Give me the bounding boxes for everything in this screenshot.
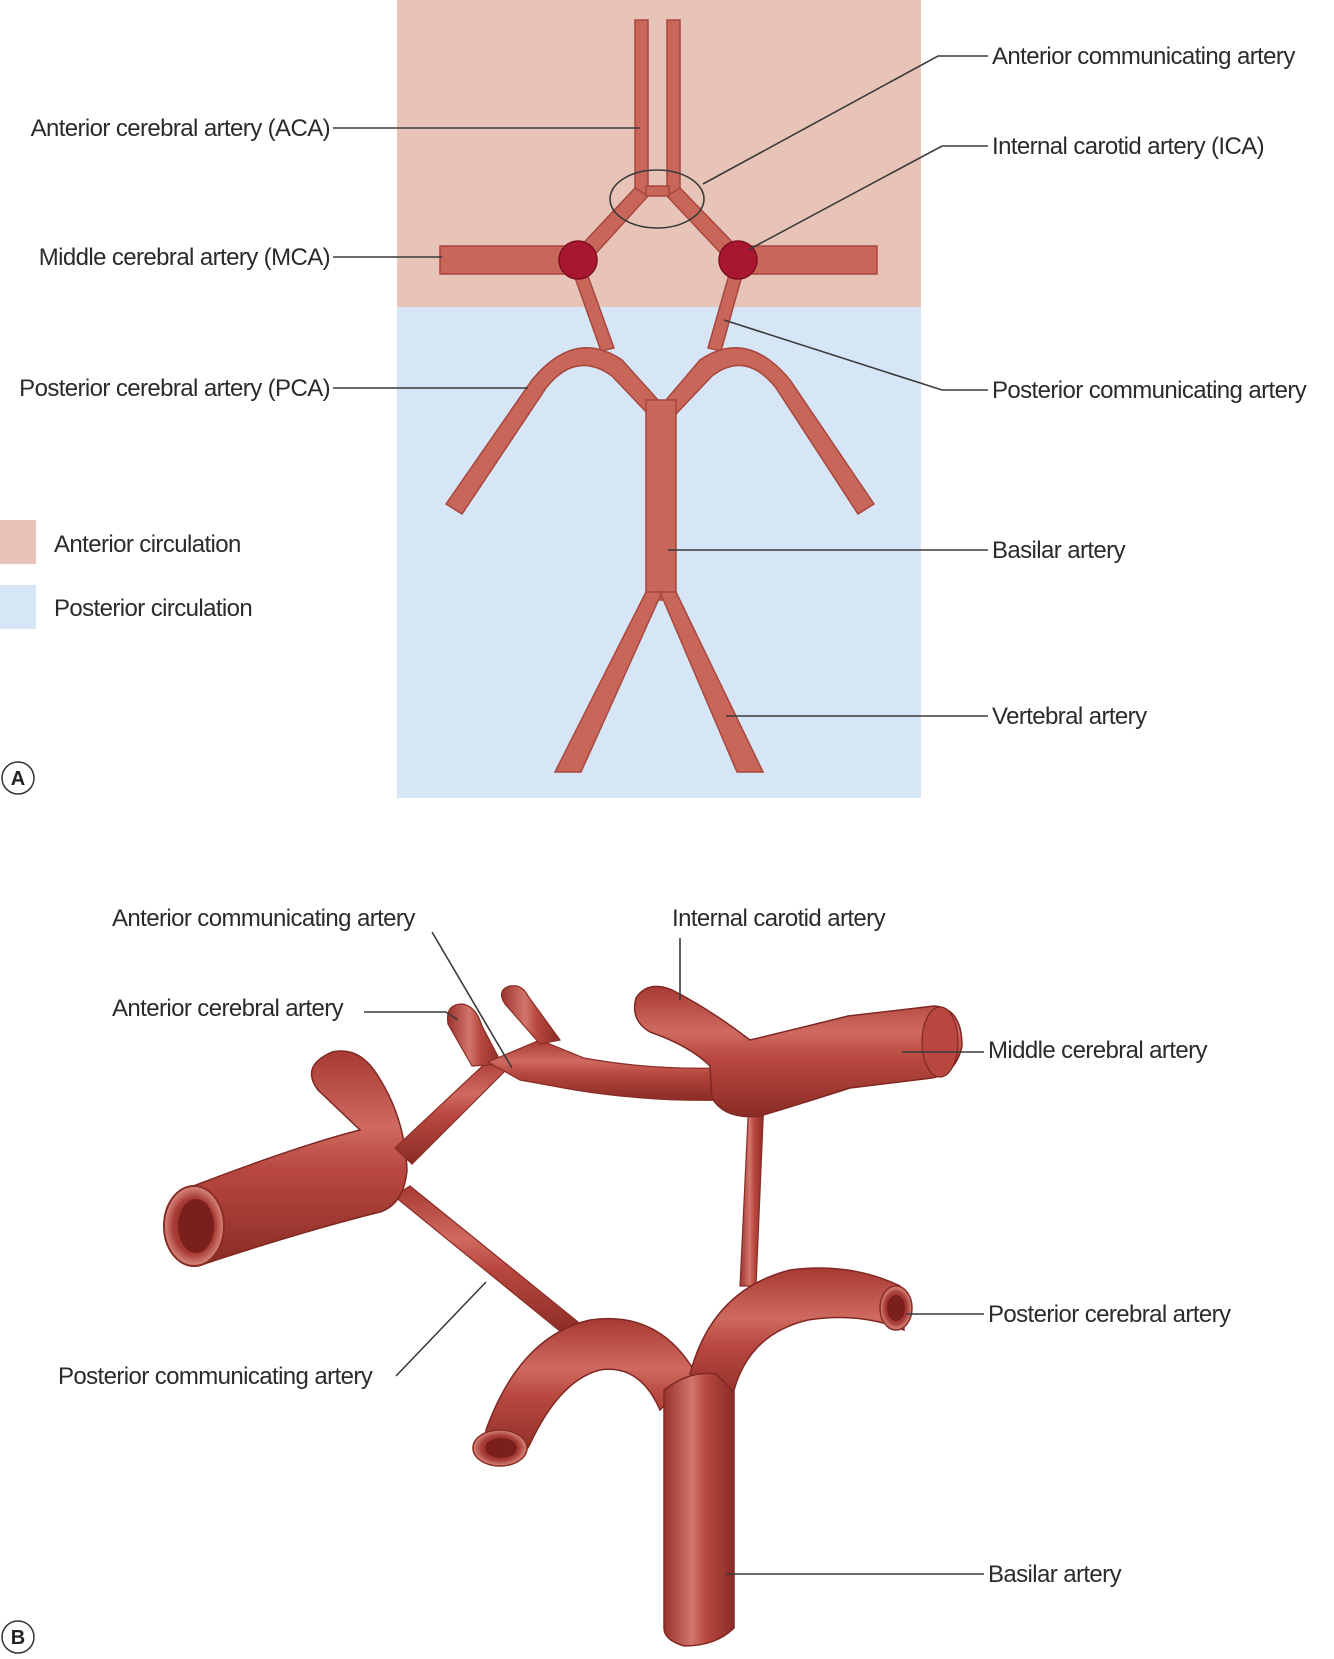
- panel-b-badge: [1, 1620, 35, 1654]
- legend-label-anterior: Anterior circulation: [54, 531, 241, 558]
- aca-left-vessel: [634, 19, 649, 196]
- panel-a-badge: [1, 761, 35, 795]
- label-a-mca: Middle cerebral artery (MCA): [39, 244, 330, 271]
- label-b-pca: Posterior cerebral artery: [988, 1301, 1231, 1328]
- label-a-aca: Anterior cerebral artery (ACA): [31, 115, 330, 142]
- aca-right-vessel: [666, 19, 681, 196]
- label-b-ica: Internal carotid artery: [672, 905, 886, 932]
- mca-left-vessel: [439, 245, 581, 275]
- basilar-vessel: [645, 399, 677, 601]
- label-b-mca: Middle cerebral artery: [988, 1037, 1207, 1064]
- label-a-pca: Posterior cerebral artery (PCA): [19, 375, 330, 402]
- panel-a-leaders: [333, 55, 988, 717]
- pcomm-b-right-vessel: [739, 1097, 765, 1287]
- label-b-aca: Anterior cerebral artery: [112, 995, 344, 1022]
- vertebral-right-vessel: [658, 591, 765, 773]
- label-b-acomm: Anterior communicating artery: [112, 905, 415, 932]
- label-b-basilar: Basilar artery: [988, 1561, 1122, 1588]
- legend-swatch-posterior: [0, 585, 36, 629]
- label-b-pcomm: Posterior communicating artery: [58, 1363, 373, 1390]
- ica-b-left-vessel: [187, 1050, 408, 1267]
- ica-b-left-lumen-inner: [178, 1199, 214, 1253]
- panel-a-letter: A: [11, 768, 25, 790]
- label-a-pcomm: Posterior communicating artery: [992, 377, 1307, 404]
- label-a-acomm: Anterior communicating artery: [992, 43, 1295, 70]
- ica-left-node: [558, 240, 598, 280]
- aca-b-left-vessel: [394, 1055, 509, 1165]
- aca-b-left-stub: [446, 1003, 503, 1067]
- basilar-b-vessel: [663, 1372, 735, 1647]
- legend-label-posterior: Posterior circulation: [54, 595, 252, 622]
- acomm-vessel: [645, 185, 670, 197]
- vertebral-left-vessel: [553, 591, 664, 773]
- mca-b-end-cap: [921, 1006, 959, 1078]
- label-a-ica: Internal carotid artery (ICA): [992, 133, 1264, 160]
- pca-b-left-lumen-inner: [485, 1438, 517, 1458]
- acomm-highlight-ring: [609, 169, 705, 229]
- label-a-vertebral: Vertebral artery: [992, 703, 1147, 730]
- panel-b: Anterior communicating artery Anterior c…: [1, 905, 1232, 1654]
- panel-b-letter: B: [11, 1627, 25, 1649]
- legend-swatch-anterior: [0, 520, 36, 564]
- panel-b-leaders: [364, 931, 984, 1575]
- label-a-basilar: Basilar artery: [992, 537, 1126, 564]
- pca-b-right-lumen-inner: [887, 1295, 905, 1321]
- panel-a-vessels: [439, 19, 878, 773]
- aca-b-right-stub: [500, 985, 562, 1045]
- panel-a: Anterior cerebral artery (ACA) Middle ce…: [0, 0, 1307, 798]
- ica-right-node: [718, 240, 758, 280]
- legend: Anterior circulation Posterior circulati…: [0, 520, 253, 629]
- mca-b-vessel: [633, 985, 963, 1118]
- mca-right-vessel: [734, 245, 878, 275]
- pcomm-b-left-vessel: [392, 1185, 585, 1337]
